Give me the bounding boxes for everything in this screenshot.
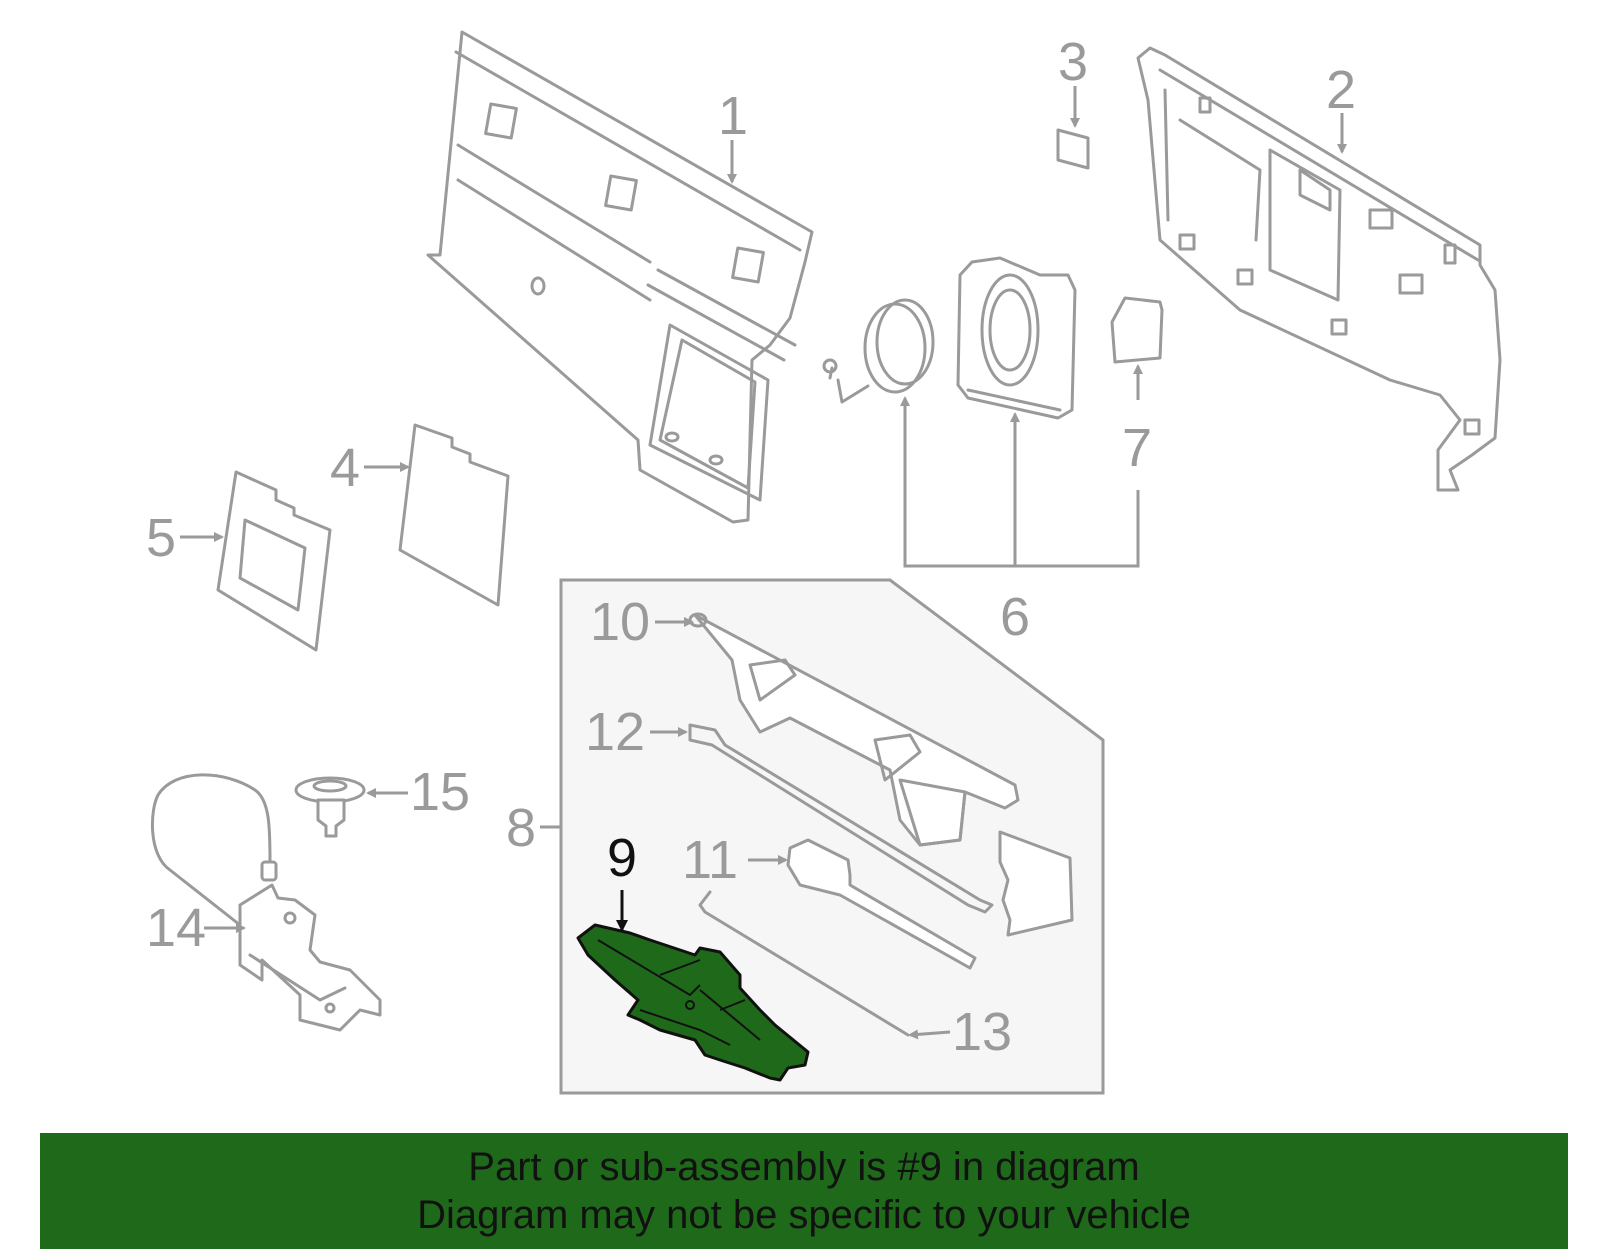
leader-13 [908,1029,951,1040]
callout-8: 8 [506,798,536,858]
callout-1: 1 [718,86,748,146]
part-13-rod [698,890,910,1037]
callout-15: 15 [410,762,470,822]
callout-6: 6 [1000,587,1030,647]
callout-7: 7 [1122,418,1152,478]
part-9-jack [576,923,810,1082]
banner-line-1: Part or sub-assembly is #9 in diagram [468,1145,1140,1189]
callout-12: 12 [585,702,645,762]
part-5-access-cover [216,470,332,652]
callout-5: 5 [146,508,176,568]
part-1-trim-panel [426,30,814,524]
banner-line-2: Diagram may not be specific to your vehi… [417,1193,1191,1237]
part-15-grommet [294,776,366,838]
callout-4: 4 [330,438,360,498]
part-14-winch [150,773,382,1032]
info-banner: Part or sub-assembly is #9 in diagram Di… [40,1133,1568,1249]
callout-9: 9 [607,828,637,888]
part-12-jack-handle [688,723,994,914]
callout-11: 11 [682,830,738,890]
callout-3: 3 [1058,32,1088,92]
part-3-clip [1056,128,1090,170]
part-2-rear-panel [1136,46,1502,492]
callout-13: 13 [952,1002,1012,1062]
part-10-tool-bag [688,612,1020,847]
part-6-speaker [822,298,935,404]
bracket [998,830,1074,937]
callout-10: 10 [590,592,650,652]
leader-6-bracket [903,398,1140,568]
part-7-pad [1110,296,1164,364]
part-4-cover-plate [398,423,510,607]
part-11-wrench [786,838,977,970]
callout-14: 14 [146,898,206,958]
part-6-speaker-housing [956,256,1077,420]
callout-2: 2 [1326,60,1356,120]
